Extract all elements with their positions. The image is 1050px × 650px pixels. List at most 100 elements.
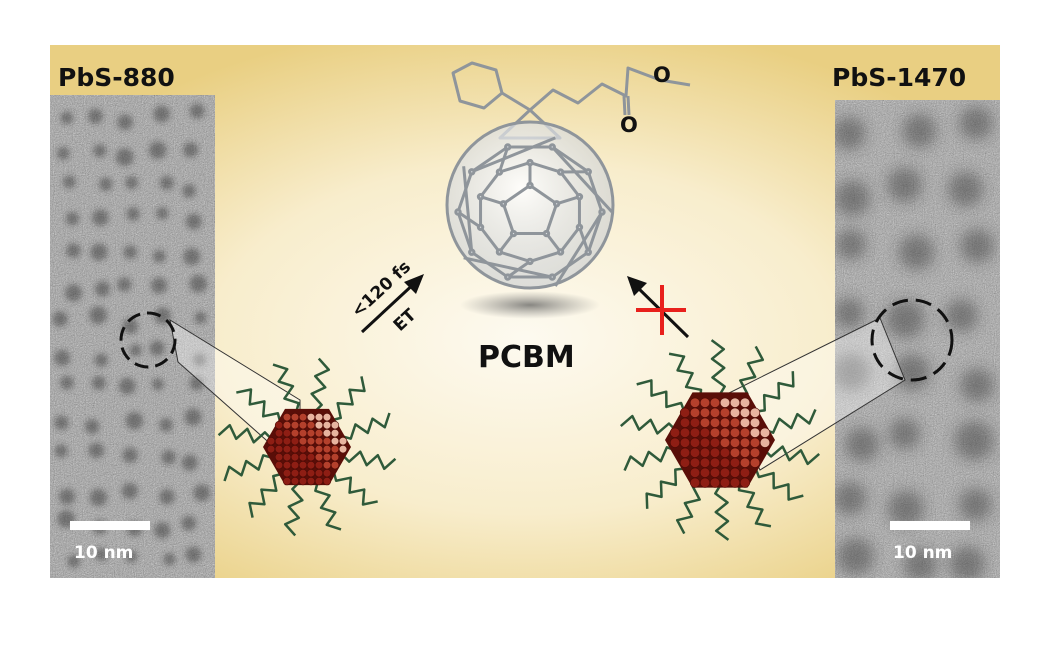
tem-particle: [148, 141, 167, 160]
ligand-chain: [223, 454, 274, 482]
atom: [729, 407, 741, 418]
atom: [739, 447, 751, 458]
cage-bond: [559, 226, 581, 253]
atom: [314, 469, 324, 478]
cage-atom: [542, 229, 551, 238]
tem-particle: [129, 344, 142, 357]
atom: [298, 437, 308, 446]
atom: [679, 417, 691, 428]
molecule-label: PCBM: [478, 340, 575, 375]
tem-particle: [126, 207, 140, 221]
tem-particle: [960, 228, 995, 263]
cage-atom: [526, 158, 534, 167]
atom: [298, 413, 308, 422]
tem-particle: [122, 318, 139, 334]
tem-particle: [60, 375, 74, 390]
tem-particle: [154, 307, 171, 325]
tem-particle: [54, 444, 68, 458]
tem-particle: [121, 482, 138, 500]
atom: [298, 461, 308, 470]
tem-particle: [835, 180, 871, 216]
tem-particle: [94, 353, 108, 367]
atom: [290, 445, 300, 454]
atom: [314, 461, 324, 470]
cage-atom: [499, 200, 508, 208]
tem-particle: [902, 113, 937, 148]
ligand-chain: [710, 339, 726, 397]
cage-atom: [556, 168, 565, 176]
cage-atom: [552, 200, 561, 208]
butyric-chain: [501, 66, 691, 112]
atom: [699, 437, 711, 448]
tem-particle: [89, 306, 108, 325]
cage-atom: [548, 143, 556, 151]
cage-atom: [468, 168, 476, 176]
ligand-chain: [753, 371, 795, 413]
tem-particle: [193, 484, 211, 502]
atom: [298, 469, 308, 478]
atom: [290, 413, 300, 422]
cage-atom: [526, 181, 534, 190]
atom: [298, 429, 308, 438]
tem-particle: [954, 420, 994, 461]
ligand-chain: [668, 352, 703, 401]
cage-atom: [584, 248, 592, 256]
tem-particle: [949, 546, 985, 578]
atom: [314, 445, 324, 454]
atom: [298, 477, 308, 486]
cage-bond: [551, 145, 614, 214]
atom: [749, 417, 761, 428]
ligand-chain: [714, 483, 730, 541]
tem-particle: [92, 209, 109, 226]
ligand-chain: [645, 467, 687, 509]
tem-particle: [903, 548, 937, 578]
scale-bar-right: [890, 521, 970, 530]
tem-particle: [163, 553, 176, 566]
tem-particle: [115, 148, 134, 167]
atom: [699, 427, 711, 438]
tem-particle: [84, 419, 100, 434]
atom: [749, 437, 761, 448]
atom: [689, 427, 701, 438]
tem-particle: [835, 297, 865, 329]
atom: [306, 469, 316, 478]
cage-atom: [548, 273, 556, 281]
atom: [739, 477, 751, 488]
cage-atom: [584, 168, 592, 176]
tem-particle: [58, 488, 76, 505]
tem-particle: [122, 447, 138, 463]
dashed-circle-left: [119, 311, 177, 369]
tem-particle: [159, 175, 174, 190]
atom: [322, 421, 332, 430]
tem-particle: [60, 111, 74, 125]
cage-atom: [526, 257, 534, 266]
atom: [699, 417, 711, 428]
sample-label-right: PbS-1470: [832, 63, 966, 92]
cage-bond: [559, 171, 581, 198]
atom: [739, 397, 751, 408]
tem-particle: [887, 167, 922, 203]
atom: [290, 477, 300, 486]
atom: [739, 467, 751, 478]
atom: [338, 445, 348, 454]
atom: [338, 437, 348, 446]
atom: [709, 447, 721, 458]
atom: [749, 447, 761, 458]
atom: [314, 477, 324, 486]
atom: [709, 437, 721, 448]
atom: [749, 457, 761, 468]
atom: [739, 437, 751, 448]
cage-atom: [495, 168, 504, 176]
cage-atom: [598, 208, 606, 216]
atom: [290, 429, 300, 438]
atom: [298, 453, 308, 462]
atom: [298, 445, 308, 454]
atom: [282, 453, 292, 462]
tem-particle: [886, 299, 925, 339]
tem-particle: [888, 418, 921, 450]
atom: [290, 461, 300, 470]
atom: [306, 437, 316, 446]
tem-particle: [898, 234, 935, 270]
atom: [282, 445, 292, 454]
tem-particle: [185, 213, 202, 230]
